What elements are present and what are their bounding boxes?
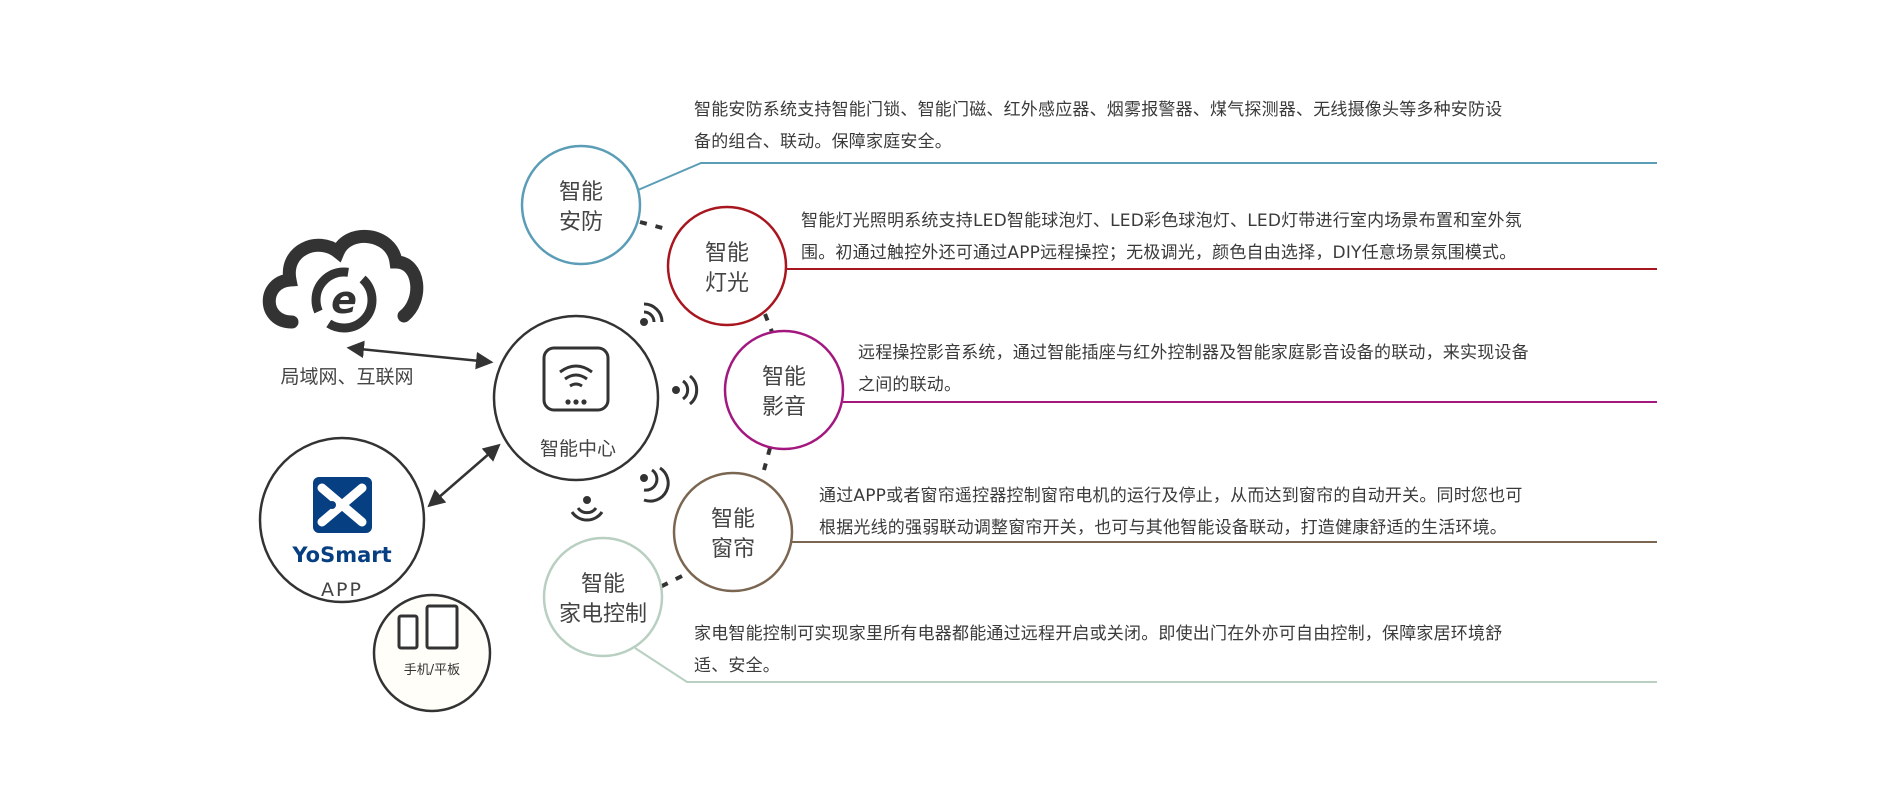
module-circle xyxy=(666,205,788,327)
description-line: 智能安防系统支持智能门锁、智能门磁、红外感应器、烟雾报警器、煤气探测器、无线摄像… xyxy=(694,100,1503,120)
module-title-line1: 智能 xyxy=(705,241,749,266)
description-appliance: 家电智能控制可实现家里所有电器都能通过远程开启或关闭。即使出门在外亦可自由控制，… xyxy=(694,618,1502,682)
module-title-line2: 安防 xyxy=(559,210,603,235)
wifi-hub-icon xyxy=(542,346,610,412)
leader-lines xyxy=(634,162,1657,683)
phone-tablet-icon xyxy=(397,604,459,650)
signal-icon xyxy=(640,466,670,503)
description-line: 备的组合、联动。保障家庭安全。 xyxy=(694,132,952,152)
description-line: 通过APP或者窗帘遥控器控制窗帘电机的运行及停止，从而达到窗帘的自动开关。同时您… xyxy=(819,486,1523,506)
description-line: 围。初通过触控外还可通过APP远程操控；无极调光，颜色自由选择，DIY任意场景氛… xyxy=(801,243,1517,263)
module-title-line2: 家电控制 xyxy=(559,602,647,627)
module-circle xyxy=(542,536,664,658)
description-line: 远程操控影音系统，通过智能插座与红外控制器及智能家庭影音设备的联动，来实现设备 xyxy=(858,343,1529,363)
hub-label: 智能中心 xyxy=(540,438,616,460)
module-lighting[interactable]: 智能灯光 xyxy=(666,205,788,327)
app-label: APP xyxy=(321,579,363,601)
module-title-line1: 智能 xyxy=(711,507,755,532)
app-hub-arrow xyxy=(427,443,501,508)
svg-text:e: e xyxy=(331,278,357,322)
app-brand: YoSmart xyxy=(291,543,391,567)
hub-node[interactable]: 智能中心 xyxy=(492,314,660,482)
description-line: 根据光线的强弱联动调整窗帘开关，也可与其他智能设备联动，打造健康舒适的生活环境。 xyxy=(819,518,1507,538)
module-title-line2: 窗帘 xyxy=(711,537,755,562)
module-circle xyxy=(723,329,845,451)
description-lighting: 智能灯光照明系统支持LED智能球泡灯、LED彩色球泡灯、LED灯带进行室内场景布… xyxy=(801,205,1522,269)
description-line: 智能灯光照明系统支持LED智能球泡灯、LED彩色球泡灯、LED灯带进行室内场景布… xyxy=(801,211,1522,231)
leader-appliance xyxy=(634,647,1657,683)
wireless-signal-icons xyxy=(570,302,699,522)
signal-icon xyxy=(640,302,664,326)
description-security: 智能安防系统支持智能门锁、智能门磁、红外感应器、烟雾报警器、煤气探测器、无线摄像… xyxy=(694,94,1502,158)
description-line: 适、安全。 xyxy=(694,656,780,676)
app-node[interactable]: YoSmart APP xyxy=(258,436,426,604)
cloud-hub-arrow xyxy=(346,340,494,370)
description-av: 远程操控影音系统，通过智能插座与红外控制器及智能家庭影音设备的联动，来实现设备之… xyxy=(858,337,1529,401)
devices-label: 手机/平板 xyxy=(404,663,460,678)
module-title-line1: 智能 xyxy=(762,365,806,390)
module-circle xyxy=(672,471,794,593)
leader-security xyxy=(637,162,1657,191)
module-security[interactable]: 智能安防 xyxy=(520,144,642,266)
module-title-line2: 灯光 xyxy=(705,271,749,296)
module-title-line1: 智能 xyxy=(559,180,603,205)
module-circle xyxy=(520,144,642,266)
devices-node[interactable]: 手机/平板 xyxy=(372,593,492,713)
module-title-line2: 影音 xyxy=(762,395,806,420)
description-line: 之间的联动。 xyxy=(858,375,962,395)
module-title-line1: 智能 xyxy=(581,572,625,597)
yosmart-logo xyxy=(313,477,372,533)
module-connectors xyxy=(639,220,774,589)
signal-icon xyxy=(672,374,699,406)
cloud-label: 局域网、互联网 xyxy=(280,366,413,388)
description-line: 家电智能控制可实现家里所有电器都能通过远程开启或关闭。即使出门在外亦可自由控制，… xyxy=(694,624,1503,644)
description-curtain: 通过APP或者窗帘遥控器控制窗帘电机的运行及停止，从而达到窗帘的自动开关。同时您… xyxy=(819,480,1523,544)
cloud-internet-icon: e xyxy=(262,229,424,333)
signal-icon xyxy=(570,496,604,522)
